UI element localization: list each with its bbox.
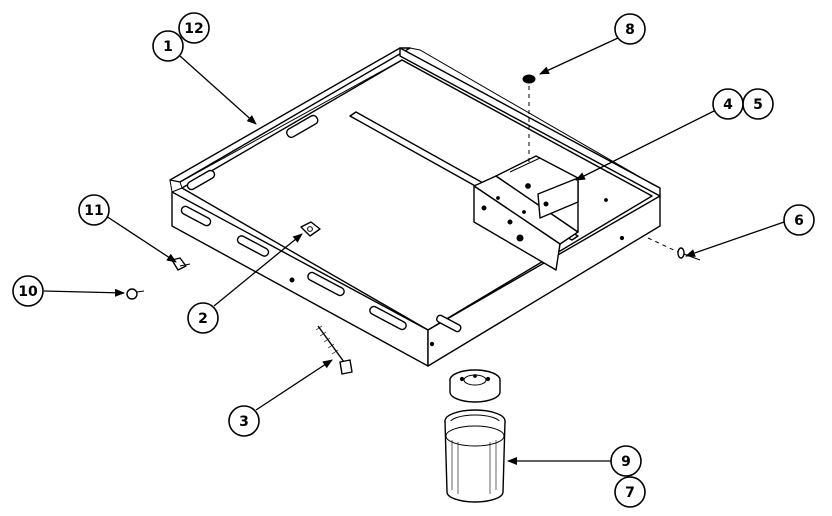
svg-text:11: 11 xyxy=(84,203,103,219)
svg-text:6: 6 xyxy=(794,213,804,229)
grommet xyxy=(522,74,536,166)
small-screw xyxy=(126,288,145,300)
clip-nut xyxy=(300,221,321,237)
callout-7: 7 xyxy=(614,476,646,508)
svg-text:7: 7 xyxy=(625,485,635,501)
leader-lines xyxy=(43,37,785,465)
side-screw xyxy=(647,237,701,261)
callout-11: 11 xyxy=(78,194,110,226)
callout-4: 4 xyxy=(712,88,744,120)
screw xyxy=(315,325,353,375)
drip-tray xyxy=(169,47,661,367)
callout-12: 12 xyxy=(178,12,210,44)
callout-9: 9 xyxy=(610,445,642,477)
svg-text:8: 8 xyxy=(625,22,635,38)
svg-text:10: 10 xyxy=(18,284,38,300)
svg-text:3: 3 xyxy=(239,414,249,430)
svg-text:2: 2 xyxy=(198,311,208,327)
callout-8: 8 xyxy=(614,13,646,45)
leveling-foot xyxy=(444,369,506,503)
callout-1: 1 xyxy=(152,30,184,62)
svg-text:1: 1 xyxy=(163,39,173,55)
burner-bracket xyxy=(349,111,579,271)
callout-5: 5 xyxy=(742,88,774,120)
spring-clip xyxy=(171,257,191,271)
callout-3: 3 xyxy=(228,405,260,437)
svg-text:4: 4 xyxy=(723,97,733,113)
callout-6: 6 xyxy=(783,204,815,236)
svg-text:9: 9 xyxy=(621,454,631,470)
callout-10: 10 xyxy=(12,275,44,307)
callout-2: 2 xyxy=(187,302,219,334)
svg-text:5: 5 xyxy=(753,97,763,113)
svg-text:12: 12 xyxy=(184,21,203,37)
